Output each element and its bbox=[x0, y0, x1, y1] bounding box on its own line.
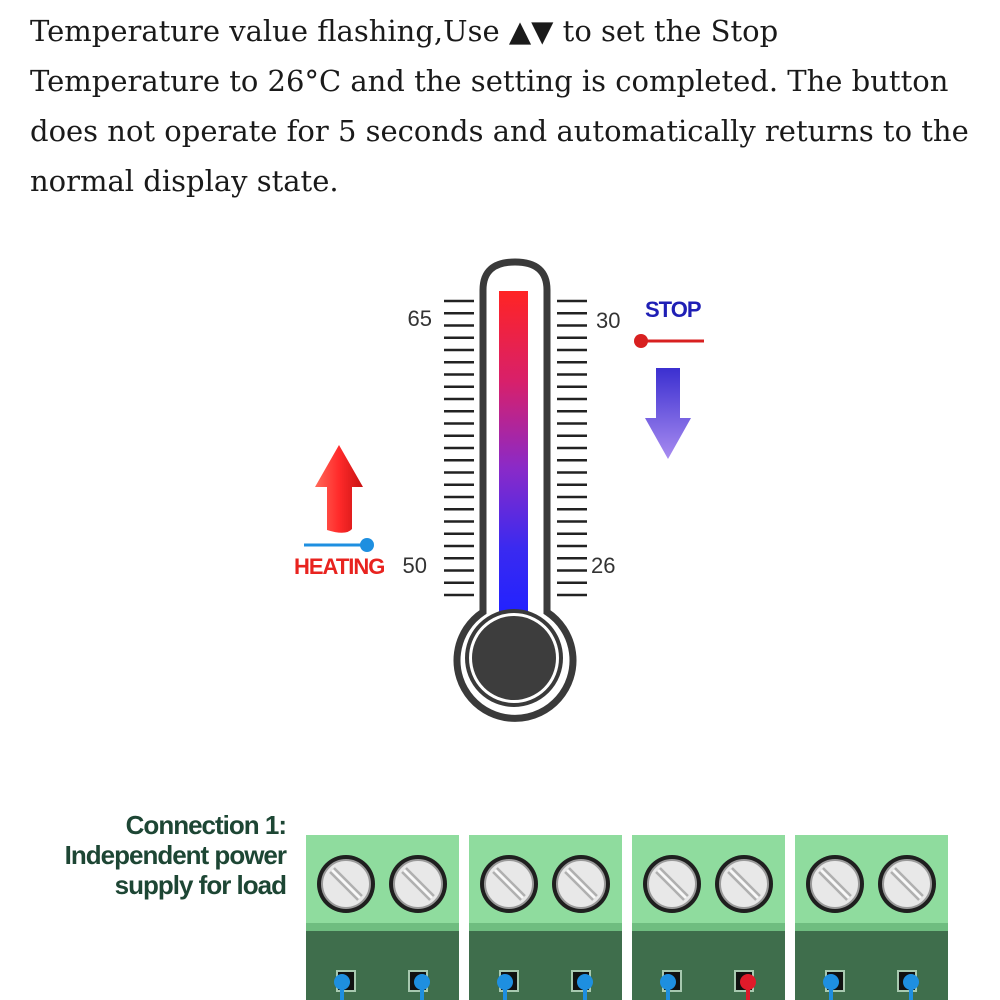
wire-pin bbox=[823, 974, 839, 990]
wire-pin bbox=[577, 974, 593, 990]
heating-marker-dot bbox=[360, 538, 374, 552]
screw-icon bbox=[552, 855, 610, 913]
right-scale-bottom-label: 26 bbox=[591, 553, 615, 578]
wire-pin bbox=[660, 974, 676, 990]
screw-icon bbox=[389, 855, 447, 913]
left-scale-top-label: 65 bbox=[408, 306, 432, 331]
thermometer-fluid bbox=[499, 291, 528, 613]
instruction-line-2: Temperature to 26°C and the setting is c… bbox=[30, 64, 949, 98]
screw-icon bbox=[806, 855, 864, 913]
thermometer-diagram: 65 50 30 26 STOP HEATING bbox=[294, 258, 704, 722]
left-scale-ticks bbox=[444, 299, 474, 597]
thermometer-bulb bbox=[472, 616, 556, 700]
wire-pin bbox=[740, 974, 756, 990]
arrow-up-icon bbox=[315, 445, 363, 533]
right-scale-ticks bbox=[557, 299, 587, 597]
screw-icon bbox=[878, 855, 936, 913]
heating-label: HEATING bbox=[294, 554, 384, 579]
screw-icon bbox=[643, 855, 701, 913]
instruction-line-1: Temperature value flashing,Use ▲▼ to set… bbox=[30, 14, 779, 48]
connection-title-line-1: Connection 1: bbox=[125, 810, 287, 840]
wire-pin bbox=[334, 974, 350, 990]
thermometer bbox=[453, 258, 577, 722]
instruction-line-3: does not operate for 5 seconds and autom… bbox=[30, 114, 969, 148]
left-scale-bottom-label: 50 bbox=[403, 553, 427, 578]
connection-title-line-3: supply for load bbox=[114, 870, 287, 900]
screw-icon bbox=[480, 855, 538, 913]
arrow-down-icon bbox=[645, 368, 691, 459]
terminal-block bbox=[306, 835, 459, 1000]
terminal-block bbox=[469, 835, 622, 1000]
wire-pin bbox=[497, 974, 513, 990]
stop-label: STOP bbox=[645, 297, 701, 322]
screw-icon bbox=[715, 855, 773, 913]
wire-pin bbox=[903, 974, 919, 990]
terminal-block bbox=[632, 835, 785, 1000]
wire-pin bbox=[414, 974, 430, 990]
connection-title: Connection 1: Independent power supply f… bbox=[10, 810, 287, 900]
terminal-block bbox=[795, 835, 948, 1000]
terminal-blocks bbox=[306, 835, 948, 1000]
right-scale-top-label: 30 bbox=[596, 308, 620, 333]
instruction-text: Temperature value flashing,Use ▲▼ to set… bbox=[30, 6, 980, 206]
stop-marker-dot bbox=[634, 334, 648, 348]
screw-icon bbox=[317, 855, 375, 913]
instruction-line-4: normal display state. bbox=[30, 164, 339, 198]
connection-title-line-2: Independent power bbox=[64, 840, 287, 870]
